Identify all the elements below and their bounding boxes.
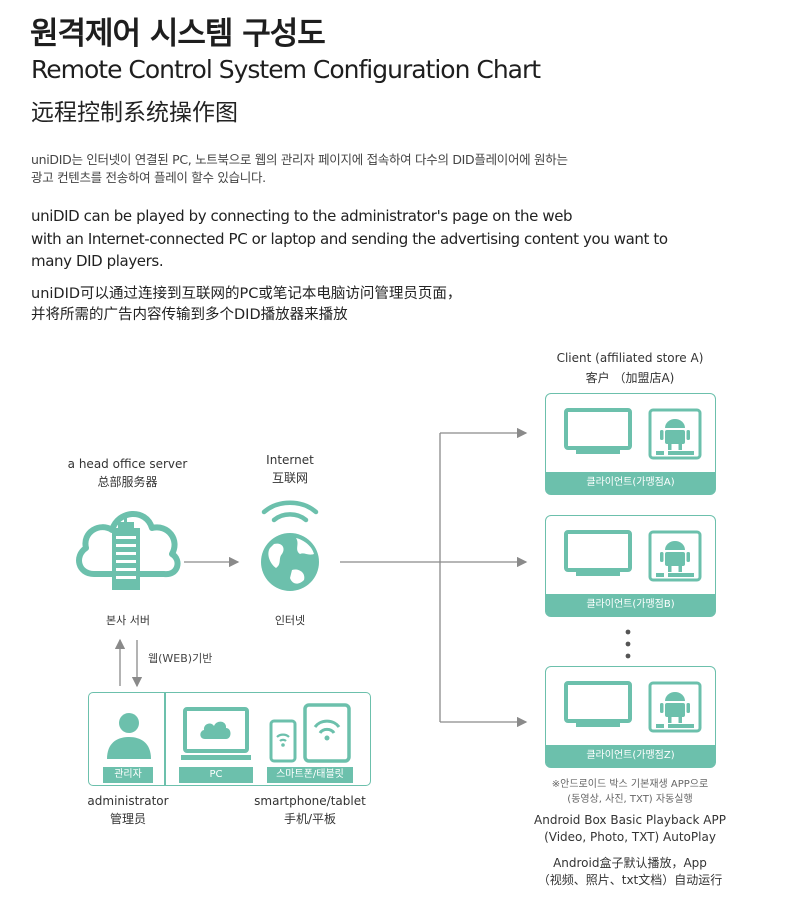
description-english-line: with an Internet-connected PC or laptop … <box>31 229 668 248</box>
pc-monitor-icon <box>181 707 251 760</box>
internet-label-ko: 인터넷 <box>274 614 306 627</box>
internet-label-en: Internet <box>266 453 314 467</box>
footnote-korean: ※안드로이드 박스 기본재생 APP으로 (동영상, 사진, TXT) 자동실행 <box>520 777 740 807</box>
description-korean-line: 광고 컨텐츠를 전송하여 플레이 할수 있습니다. <box>31 170 266 185</box>
android-box-icon <box>648 408 702 460</box>
footnote-english-line: (Video, Photo, TXT) AutoPlay <box>544 830 716 844</box>
client-header-cn: 客户 （加盟店A) <box>585 371 675 385</box>
description-korean-line: uniDID는 인터넷이 연결된 PC, 노트북으로 웹의 관리자 페이지에 접… <box>31 152 568 167</box>
ellipsis-dot <box>625 629 631 635</box>
page-title-chinese: 远程控制系统操作图 <box>31 100 238 126</box>
smartphone-icon <box>269 719 297 763</box>
server-label-cn: 总部服务器 <box>97 475 158 489</box>
footnote-korean-line: ※안드로이드 박스 기본재생 APP으로 <box>551 779 709 790</box>
client-label-a: 클라이언트(가맹점A) <box>546 472 715 494</box>
footnote-chinese-line: （视频、照片、txt文档）自动运行 <box>537 873 723 887</box>
description-english-line: many DID players. <box>31 252 164 270</box>
ellipsis-dot <box>625 653 631 659</box>
client-box-z: 클라이언트(가맹점Z) <box>545 666 716 768</box>
footnote-english: Android Box Basic Playback APP (Video, P… <box>510 812 750 846</box>
pc-tag: PC <box>179 767 253 783</box>
footnote-korean-line: (동영상, 사진, TXT) 자동실행 <box>567 794 693 805</box>
mobile-tag: 스마트폰/태블릿 <box>267 767 353 783</box>
did-display-icon <box>564 408 632 454</box>
android-box-icon <box>648 681 702 733</box>
web-link-label: 웹(WEB)기반 <box>148 652 213 665</box>
description-chinese: uniDID可以通过连接到互联网的PC或笔记本电脑访问管理员页面， 并将所需的广… <box>31 284 461 326</box>
client-label-b: 클라이언트(가맹점B) <box>546 594 715 616</box>
server-label-ko: 본사 서버 <box>106 614 150 627</box>
page-title-korean: 원격제어 시스템 구성도 <box>30 16 326 52</box>
client-box-b: 클라이언트(가맹점B) <box>545 515 716 617</box>
administrator-label-cn: 管理员 <box>109 812 146 826</box>
footnote-english-line: Android Box Basic Playback APP <box>534 813 726 827</box>
admin-devices-panel: 관리자 PC 스마트폰/태블릿 <box>88 692 371 786</box>
did-display-icon <box>564 681 632 727</box>
description-english: uniDID can be played by connecting to th… <box>31 205 668 273</box>
internet-label-cn: 互联网 <box>271 471 308 485</box>
globe-wifi-icon <box>261 500 319 591</box>
did-display-icon <box>564 530 632 576</box>
client-header-en: Client (affiliated store A) <box>556 351 704 365</box>
administrator-label-en: administrator <box>87 794 169 808</box>
admin-tag: 관리자 <box>103 767 153 783</box>
panel-divider <box>164 693 166 785</box>
mobile-label-en: smartphone/tablet <box>254 794 366 808</box>
description-english-line: uniDID can be played by connecting to th… <box>31 207 573 225</box>
tablet-icon <box>303 703 351 763</box>
mobile-label-cn: 手机/平板 <box>283 812 337 826</box>
page-title-english: Remote Control System Configuration Char… <box>31 55 541 84</box>
client-box-a: 클라이언트(가맹점A) <box>545 393 716 495</box>
cloud-server-icon <box>76 511 181 590</box>
ellipsis-dot <box>625 641 631 647</box>
server-label-en: a head office server <box>67 457 188 471</box>
footnote-chinese-line: Android盒子默认播放，App <box>553 856 707 870</box>
administrator-person-icon <box>107 713 151 759</box>
client-label-z: 클라이언트(가맹점Z) <box>546 745 715 767</box>
description-korean: uniDID는 인터넷이 연결된 PC, 노트북으로 웹의 관리자 페이지에 접… <box>31 151 568 187</box>
description-chinese-line: 并将所需的广告内容传输到多个DID播放器来播放 <box>31 307 348 323</box>
footnote-chinese: Android盒子默认播放，App （视频、照片、txt文档）自动运行 <box>510 855 750 889</box>
android-box-icon <box>648 530 702 582</box>
description-chinese-line: uniDID可以通过连接到互联网的PC或笔记本电脑访问管理员页面， <box>31 286 462 302</box>
